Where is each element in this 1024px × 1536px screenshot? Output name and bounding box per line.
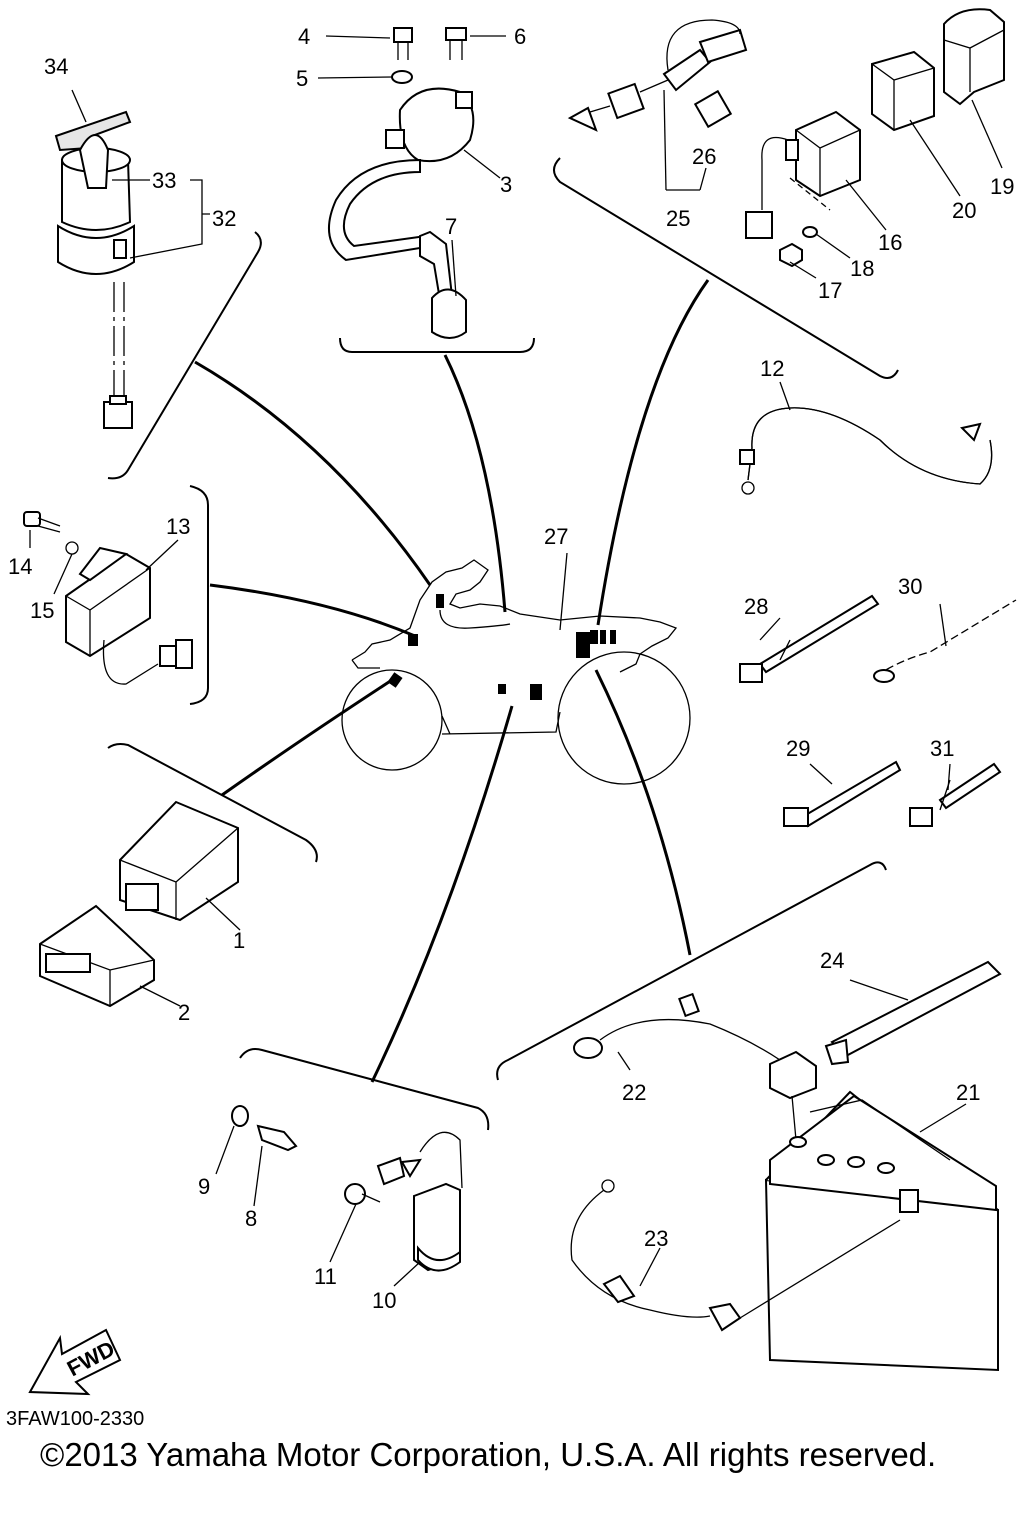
bracket-rectifier xyxy=(189,485,209,705)
callout-8: 8 xyxy=(245,1206,257,1231)
callout-29: 29 xyxy=(786,736,810,761)
group-leader-lines xyxy=(194,279,710,1083)
atv-silhouette xyxy=(341,552,691,785)
callout-11: 11 xyxy=(314,1264,337,1289)
fwd-arrow-icon: FWD xyxy=(28,1328,122,1396)
callout-20: 20 xyxy=(952,198,976,223)
callout-3: 3 xyxy=(500,172,512,197)
bracket-ignition-switch xyxy=(107,231,262,480)
bracket-ignition-coil xyxy=(339,337,535,353)
part-rectifier xyxy=(23,511,193,685)
group-callout-numbers: 1 2 3 4 5 6 7 8 9 10 11 12 13 14 15 16 1… xyxy=(8,24,1014,1313)
part-sensor xyxy=(231,1105,463,1272)
bracket-sensor xyxy=(239,1048,490,1131)
callout-7: 7 xyxy=(445,214,457,239)
part-battery-lead-minus xyxy=(570,1179,901,1332)
callout-19: 19 xyxy=(990,174,1014,199)
group-callout-leaders xyxy=(29,35,1003,1287)
callout-23: 23 xyxy=(644,1226,668,1251)
callout-16: 16 xyxy=(878,230,902,255)
callout-1: 1 xyxy=(233,928,245,953)
part-ignition-coil xyxy=(328,27,475,339)
callout-5: 5 xyxy=(296,66,308,91)
part-cdi-unit xyxy=(39,800,239,1008)
callout-21: 21 xyxy=(956,1080,980,1105)
callout-33: 33 xyxy=(152,168,176,193)
part-bands xyxy=(739,594,1017,828)
callout-28: 28 xyxy=(744,594,768,619)
part-relays xyxy=(871,8,1005,132)
part-ignition-switch xyxy=(54,110,135,429)
callout-24: 24 xyxy=(820,948,844,973)
callout-2: 2 xyxy=(178,1000,190,1025)
bracket-relay-group xyxy=(553,157,899,379)
callout-4: 4 xyxy=(298,24,310,49)
callout-15: 15 xyxy=(30,598,54,623)
callout-6: 6 xyxy=(514,24,526,49)
callout-14: 14 xyxy=(8,554,32,579)
callout-13: 13 xyxy=(166,514,190,539)
callout-26: 26 xyxy=(692,144,716,169)
copyright-notice: ©2013 Yamaha Motor Corporation, U.S.A. A… xyxy=(40,1436,937,1473)
bracket-battery xyxy=(496,861,887,1081)
callout-32: 32 xyxy=(212,206,236,231)
part-battery-lead-plus xyxy=(573,992,817,1141)
part-starter-switch xyxy=(567,19,748,132)
callout-17: 17 xyxy=(818,278,842,303)
callout-12: 12 xyxy=(760,356,784,381)
part-battery xyxy=(764,1090,999,1372)
drawing-code: 3FAW100-2330 xyxy=(6,1408,145,1430)
callout-31: 31 xyxy=(930,736,954,761)
callout-30: 30 xyxy=(898,574,922,599)
part-starter-relay xyxy=(745,110,861,268)
callout-34: 34 xyxy=(44,54,68,79)
bracket-cdi xyxy=(107,743,318,863)
callout-9: 9 xyxy=(198,1174,210,1199)
callout-18: 18 xyxy=(850,256,874,281)
part-battery-band xyxy=(824,960,1002,1066)
part-wire-lead xyxy=(739,407,993,495)
callout-27: 27 xyxy=(544,524,568,549)
callout-25: 25 xyxy=(666,206,690,231)
callout-22: 22 xyxy=(622,1080,646,1105)
callout-10: 10 xyxy=(372,1288,396,1313)
